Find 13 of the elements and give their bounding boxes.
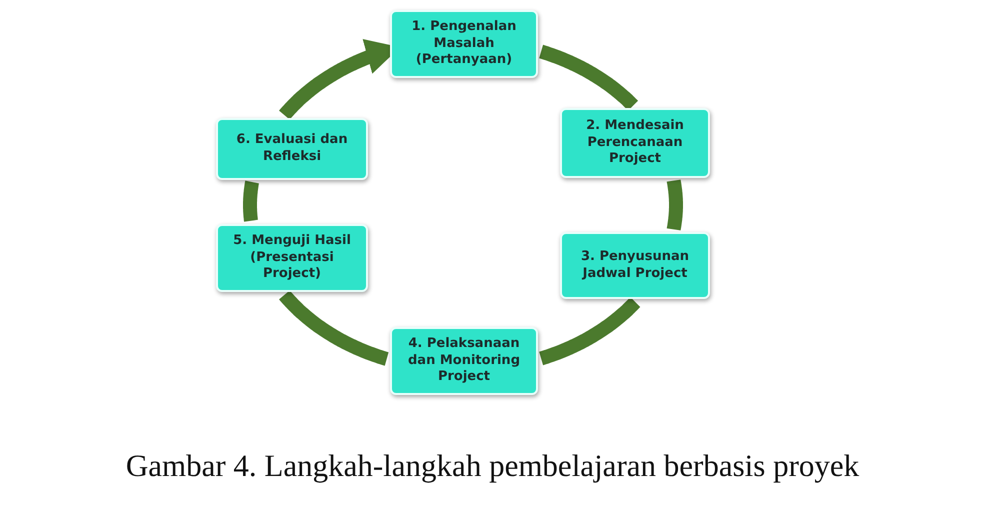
step-label: 4. Pelaksanaan dan Monitoring Project	[406, 336, 521, 386]
step-label: 3. Penyusunan Jadwal Project	[580, 248, 690, 282]
step-box	[390, 10, 538, 78]
step-box	[216, 118, 368, 180]
step-box	[560, 108, 710, 178]
step-label: 5. Menguji Hasil (Presentasi Project)	[232, 232, 352, 284]
figure-caption: Gambar 4. Langkah-langkah pembelajaran berbasis proyek	[124, 448, 860, 484]
step-label: 1. Pengenalan Masalah (Pertanyaan)	[410, 18, 518, 70]
step-box	[216, 224, 368, 292]
step-box	[560, 232, 710, 299]
step-label: 6. Evaluasi dan Refleksi	[235, 132, 349, 166]
step-box	[390, 327, 538, 395]
step-label: 2. Mendesain Perencanaan Project	[585, 118, 685, 168]
